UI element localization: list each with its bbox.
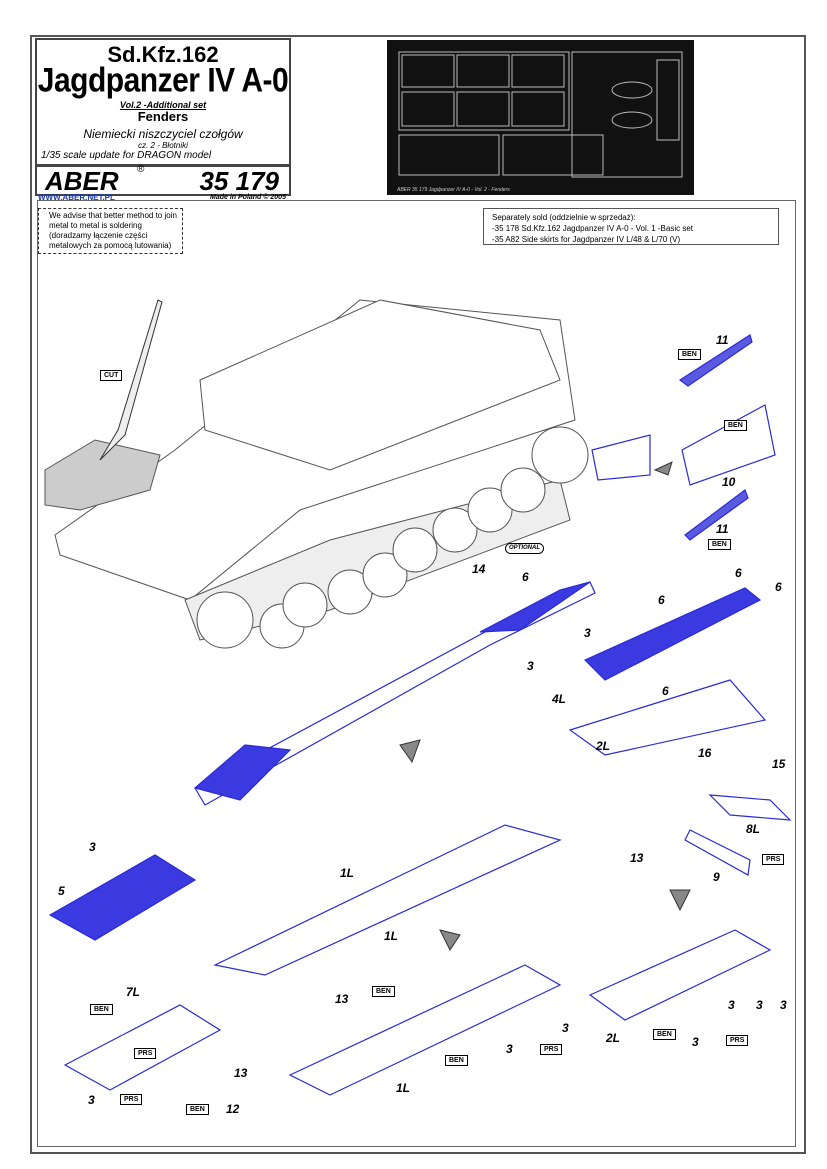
bend-tag: BEN [653,1029,676,1040]
part-number: 5 [58,884,65,898]
part-number: 3 [728,998,735,1012]
brand-logo: ABER [45,166,119,196]
part-number: 3 [89,840,96,854]
part-number: 6 [662,684,669,698]
part-number: 13 [234,1066,248,1080]
bend-tag: BEN [678,349,701,360]
part-number: 3 [692,1035,699,1049]
separately-sold-box: Separately sold (oddzielnie w sprzedaż):… [483,208,779,245]
press-tag: PRS [762,854,785,865]
fret-drawing [398,51,683,178]
part-number: 12 [226,1102,240,1116]
part-number: 3 [584,626,591,640]
brand-block: ABER ® 35 179 [35,164,291,196]
advice-line: We advise that better method to join [49,211,177,220]
diagram-area [37,200,796,1147]
optional-tag: OPTIONAL [505,543,544,554]
model-name: Sd.Kfz.162 [107,42,219,67]
part-number: 6 [658,593,665,607]
polish-title: Niemiecki niszczyciel czołgów [83,127,243,141]
bend-tag: BEN [724,420,747,431]
part-number: 11 [716,522,729,536]
advice-line: (doradzamy łączenie części [49,231,148,240]
part-number: 2L [596,739,611,753]
registered-mark: ® [137,164,145,175]
press-tag: PRS [726,1035,749,1046]
arrows [399,461,691,951]
part-number: 13 [630,851,644,865]
cut-tag: CUT [100,370,123,381]
parts [48,334,792,1096]
separately-sold-item: -35 A82 Side skirts for Jagdpanzer IV L/… [492,235,681,244]
photo-etch-fret-image: ABER 35 179 Jagdpanzer IV A-0 - Vol. 2 -… [387,40,694,195]
product-code: 35 179 [199,166,279,196]
part-number: 11 [716,333,729,347]
press-tag: PRS [134,1048,157,1059]
part-number: 6 [775,580,782,594]
press-tag: PRS [540,1044,563,1055]
separately-sold-item: -35 178 Sd.Kfz.162 Jagdpanzer IV A-0 - V… [492,224,694,233]
knife-tool [99,299,163,461]
part-number: 13 [335,992,349,1006]
part-number: 8L [746,822,761,836]
volume-label: Vol.2 -Additional set [119,100,207,110]
title-block: Sd.Kfz.162 Jagdpanzer IV A-0 Vol.2 -Addi… [35,38,291,167]
advice-note: We advise that better method to join met… [38,208,183,254]
part-number: 4L [552,692,567,706]
part-number: 3 [756,998,763,1012]
bend-tag: BEN [372,986,395,997]
part-number: 10 [722,475,736,489]
made-in: Made in Poland © 2005 [210,194,286,201]
part-number: 3 [88,1093,95,1107]
polish-subtitle: cz. 2 - Błotniki [138,141,188,150]
bend-tag: BEN [445,1055,468,1066]
part-number: 16 [698,746,712,760]
separately-sold-heading: Separately sold (oddzielnie w sprzedaż): [492,213,636,222]
part-number: 7L [126,985,141,999]
subject-label: Fenders [137,109,189,124]
part-number: 14 [472,562,486,576]
page-frame [30,35,806,1154]
fret-caption: ABER 35 179 Jagdpanzer IV A-0 - Vol. 2 -… [397,187,510,193]
part-number: 1L [340,866,355,880]
part-number: 3 [562,1021,569,1035]
press-tag: PRS [120,1094,143,1105]
part-number: 3 [527,659,534,673]
scale-note: 1/35 scale update for DRAGON model [41,150,212,161]
advice-line: metal to metal is soldering [49,221,142,230]
bend-tag: BEN [90,1004,113,1015]
part-number: 6 [522,570,529,584]
part-number: 1L [384,929,399,943]
road-wheels [196,426,589,649]
part-number: 1L [396,1081,411,1095]
part-number: 15 [772,757,786,771]
part-number: 6 [735,566,742,580]
part-number: 9 [713,870,720,884]
part-number: 3 [506,1042,513,1056]
product-title: Jagdpanzer IV A-0 [37,61,289,100]
bend-tag: BEN [186,1104,209,1115]
part-number: 2L [606,1031,621,1045]
advice-line: metalowych za pomocą lutowania) [49,241,172,250]
website-link[interactable]: WWW.ABER.NET.PL [38,193,115,202]
bend-tag: BEN [708,539,731,550]
part-number: 3 [780,998,787,1012]
